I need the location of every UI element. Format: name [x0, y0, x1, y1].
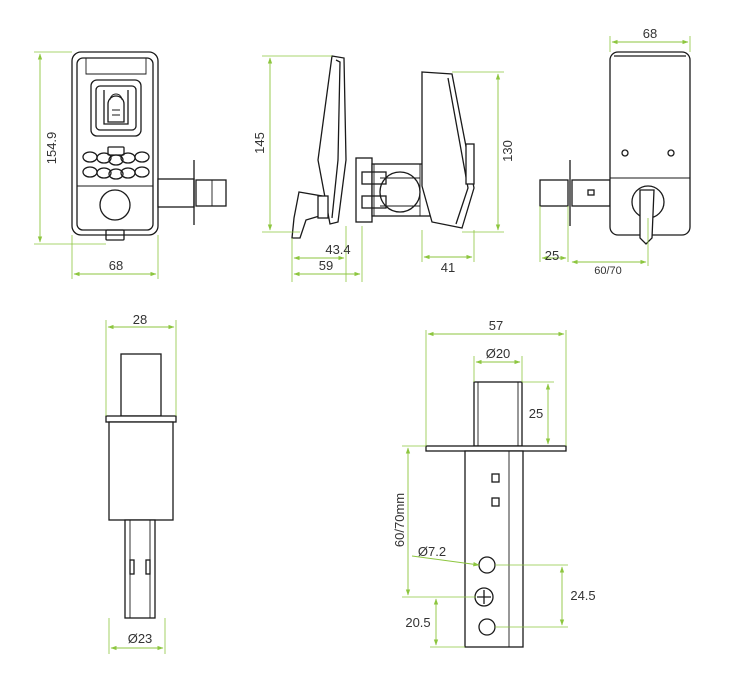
latch-screw-offset-label: 20.5 — [405, 615, 430, 630]
front-view: 154.9 68 — [34, 51, 227, 279]
side-view: 145 43.4 59 41 130 — [252, 55, 515, 282]
front-width-label: 68 — [109, 258, 123, 273]
back-latch-spindle — [539, 160, 611, 226]
latch-bolt-diameter-label: Ø20 — [486, 346, 511, 361]
latch-end-view: 28 Ø23 — [105, 312, 177, 654]
latch-end-diameter-label: Ø23 — [128, 631, 153, 646]
latch-bolt-diameter-dimension: Ø20 — [473, 346, 523, 382]
front-lock-body — [71, 51, 159, 236]
back-width-label: 68 — [643, 26, 657, 41]
back-width-dimension: 68 — [609, 26, 691, 52]
side-depth-label: 59 — [319, 258, 333, 273]
back-spindle-label: 25 — [545, 248, 559, 263]
side-offset-dimension: 43.4 59 — [291, 226, 363, 282]
latch-hole-spacing-dimension: 24.5 — [495, 564, 596, 628]
back-spindle-dimension: 25 — [539, 206, 569, 263]
side-height-label: 145 — [252, 132, 267, 154]
latch-backset-dimension: 60/70mm — [392, 445, 476, 598]
side-latch-depth-dimension: 41 — [421, 230, 475, 275]
front-width-dimension: 68 — [71, 235, 159, 279]
side-lock-body — [291, 55, 347, 239]
front-height-label: 154.9 — [44, 132, 59, 165]
latch-hole-diameter-leader: Ø7.2 — [411, 544, 480, 567]
front-latch-spindle — [157, 160, 227, 225]
back-backset-dimension: 60/70 — [571, 218, 649, 277]
side-latch-assembly — [355, 157, 431, 223]
latch-end-width-label: 28 — [133, 312, 147, 327]
latch-end-diameter-dimension: Ø23 — [108, 618, 166, 654]
side-inner-height-label: 130 — [500, 140, 515, 162]
latch-hole-diameter-label: Ø7.2 — [418, 544, 446, 559]
latch-width-label: 57 — [489, 318, 503, 333]
latch-side-view: 57 Ø20 25 60/70mm Ø7.2 24.5 — [392, 318, 596, 648]
side-inner-height-dimension: 130 — [452, 71, 515, 233]
latch-bolt-length-label: 25 — [529, 406, 543, 421]
back-lock-body — [609, 51, 691, 245]
side-inner-body — [421, 71, 475, 229]
latch-width-dimension: 57 — [425, 318, 567, 446]
front-height-dimension: 154.9 — [34, 51, 106, 245]
side-latch-depth-label: 41 — [441, 260, 455, 275]
side-offset-label: 43.4 — [325, 242, 350, 257]
latch-hole-spacing-label: 24.5 — [570, 588, 595, 603]
latch-backset-label: 60/70mm — [392, 493, 407, 547]
latch-bolt-length-dimension: 25 — [522, 381, 554, 445]
back-backset-label: 60/70 — [594, 265, 622, 277]
side-height-dimension: 145 — [252, 55, 332, 233]
back-view: 68 25 60/70 — [539, 26, 691, 277]
front-keypad — [77, 146, 153, 241]
latch-end-width-dimension: 28 — [105, 312, 177, 416]
latch-screw-offset-dimension: 20.5 — [405, 598, 465, 648]
